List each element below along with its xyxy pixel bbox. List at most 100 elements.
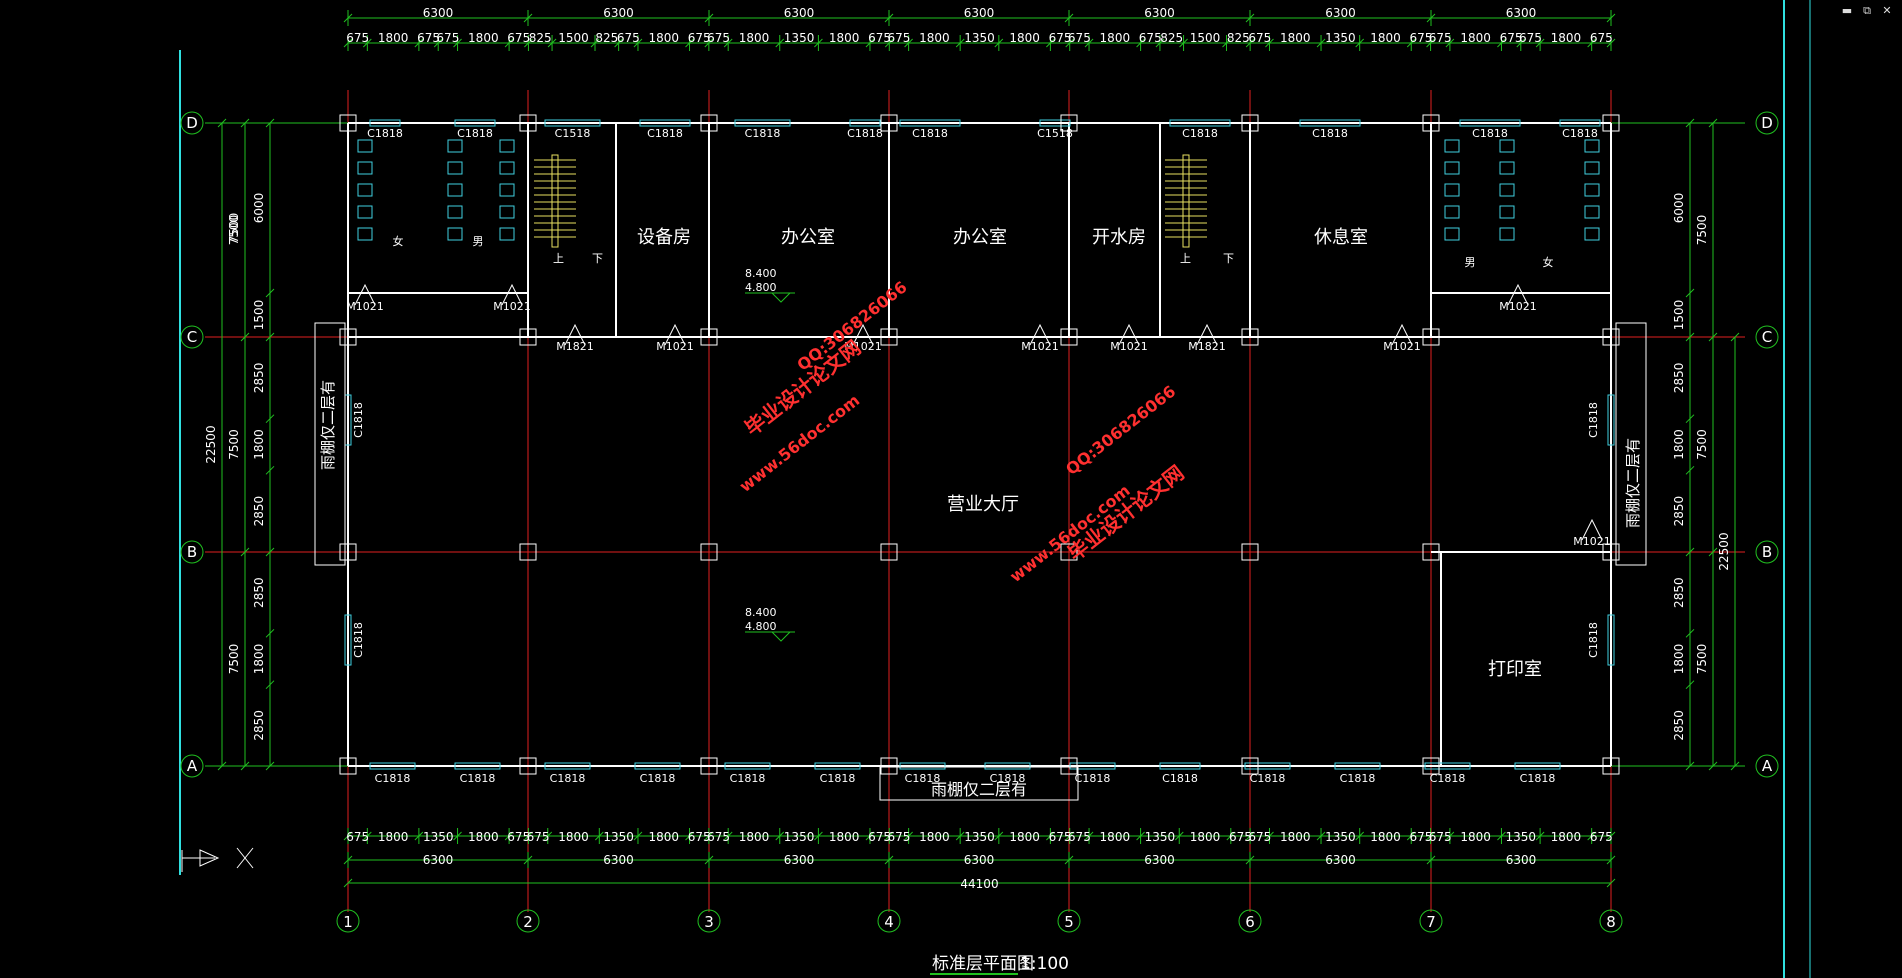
window-label-top-7: C1518 xyxy=(1037,127,1073,140)
top-bay-dim-text-3: 6300 xyxy=(964,6,995,20)
window-top-7 xyxy=(1039,119,1071,127)
left-bay-dim-tick-3 xyxy=(240,761,250,771)
column-4-0 xyxy=(1060,114,1078,132)
top-sub-dim-text-14: 1350 xyxy=(784,31,815,45)
axis-label-right-C: C xyxy=(1762,328,1772,346)
window-label-bottom-10: C1818 xyxy=(1250,772,1286,785)
left-bay-dim-tick-1 xyxy=(240,332,250,342)
bottom-sub-dim-text-1: 1800 xyxy=(378,830,409,844)
left-sub-dim-text-6: 1800 xyxy=(252,644,266,675)
axis-bubble-right-D xyxy=(1755,111,1779,135)
window-label-bottom-0: C1818 xyxy=(375,772,411,785)
left-sub-dim-tick-4 xyxy=(265,465,275,475)
bottom-sub-dim-text-10: 675 xyxy=(707,830,730,844)
minimize-icon[interactable]: ▬ xyxy=(1841,4,1853,17)
column-7-1 xyxy=(1602,328,1620,346)
column-4-3 xyxy=(1060,757,1078,775)
left-sub-dim-text-0: 6000 xyxy=(252,193,266,224)
toilet-2-1 xyxy=(499,161,515,175)
top-sub-dim-text-2: 675 xyxy=(417,31,440,45)
axis-label-x-6: 6 xyxy=(1245,913,1255,931)
top-sub-dim-text-22: 675 xyxy=(1068,31,1091,45)
left-total-dim-tick-0 xyxy=(217,118,227,128)
dimension-lines xyxy=(217,10,1740,888)
window-controls: ▬ ⧉ ✕ xyxy=(1840,4,1894,18)
watermark-url-1: www.56doc.com xyxy=(736,390,863,495)
stair-0-handrail xyxy=(551,154,559,248)
window-label-side-2: C1818 xyxy=(1587,402,1600,438)
restore-icon[interactable]: ⧉ xyxy=(1863,4,1871,17)
left-sub-dim-tick-1 xyxy=(265,288,275,298)
window-bottom-7 xyxy=(984,762,1031,770)
column-1-3 xyxy=(519,757,537,775)
axis-bubble-5 xyxy=(1057,909,1081,933)
toilet-3-4 xyxy=(1444,227,1460,241)
door-swing-8 xyxy=(1391,323,1413,346)
window-label-top-9: C1818 xyxy=(1312,127,1348,140)
window-label-side-1: C1818 xyxy=(352,622,365,658)
toilet-2-2 xyxy=(499,183,515,197)
total-dim-tick-0 xyxy=(343,878,353,888)
axis-label-right-D: D xyxy=(1761,114,1773,132)
window-top-4 xyxy=(734,119,791,127)
right-sub-dim-tick-5 xyxy=(1685,547,1695,557)
toilet-2-4 xyxy=(499,227,515,241)
stairs-up-2: 上 xyxy=(1180,252,1191,265)
top-bay-dim-text-5: 6300 xyxy=(1325,6,1356,20)
column-6-2 xyxy=(1422,543,1440,561)
axis-bubble-3 xyxy=(697,909,721,933)
window-bottom-9 xyxy=(1159,762,1201,770)
window-label-bottom-6: C1818 xyxy=(905,772,941,785)
left-sub-dim-text-5: 2850 xyxy=(252,577,266,608)
close-icon[interactable]: ✕ xyxy=(1882,4,1892,17)
bottom-bay-dim-text-6: 6300 xyxy=(1506,853,1537,867)
top-sub-dim-text-10: 1800 xyxy=(648,31,679,45)
bottom-sub-dim-text-5: 675 xyxy=(527,830,550,844)
right-total-dim-tick-0 xyxy=(1730,332,1740,342)
window-label-bottom-3: C1818 xyxy=(640,772,676,785)
window-top-11 xyxy=(1559,119,1601,127)
toilet-4-3 xyxy=(1499,205,1515,219)
window-bottom-10 xyxy=(1244,762,1291,770)
bottom-sub-dim-text-11: 1800 xyxy=(739,830,770,844)
right-sub-dim-tick-0 xyxy=(1685,118,1695,128)
top-bay-dim-text-2: 6300 xyxy=(784,6,815,20)
column-5-1 xyxy=(1241,328,1259,346)
top-sub-dim-text-31: 1800 xyxy=(1370,31,1401,45)
top-bay-dim-text-0: 6300 xyxy=(423,6,454,20)
window-side-3 xyxy=(1607,614,1615,666)
top-sub-dim-text-34: 1800 xyxy=(1460,31,1491,45)
bottom-bay-dim-text-5: 6300 xyxy=(1325,853,1356,867)
axis-bubble-6 xyxy=(1238,909,1262,933)
canopy-left-box xyxy=(314,322,346,566)
door-label-9: M1021 xyxy=(1499,300,1537,313)
top-sub-dim-text-35: 675 xyxy=(1500,31,1523,45)
axis-bubble-7 xyxy=(1419,909,1443,933)
right-bay-dim-tick-1 xyxy=(1708,332,1718,342)
door-swing-10 xyxy=(1581,518,1603,541)
bottom-sub-dim-text-24: 675 xyxy=(1229,830,1252,844)
top-sub-dim-text-20: 1800 xyxy=(1009,31,1040,45)
window-label-top-4: C1818 xyxy=(745,127,781,140)
bottom-sub-dim-text-19: 675 xyxy=(1049,830,1072,844)
canopy-bottom-box xyxy=(879,766,1079,801)
top-sub-dim-text-7: 1500 xyxy=(558,31,589,45)
toilet-0-3 xyxy=(357,205,373,219)
stairs-up-1: 上 xyxy=(553,252,564,265)
window-top-8 xyxy=(1169,119,1231,127)
window-top-6 xyxy=(899,119,961,127)
bottom-bay-dim-text-1: 6300 xyxy=(603,853,634,867)
column-1-1 xyxy=(519,328,537,346)
elevation-label-mid-2: 4.800 xyxy=(745,620,777,633)
top-sub-dim-text-5: 675 xyxy=(507,31,530,45)
left-bay-dim-tick-2 xyxy=(240,547,250,557)
bottom-sub-dim-text-34: 675 xyxy=(1590,830,1613,844)
axis-bubble-right-B xyxy=(1755,540,1779,564)
axis-bubble-right-A xyxy=(1755,754,1779,778)
top-sub-dim-text-36: 675 xyxy=(1519,31,1542,45)
bottom-bay-dim-text-4: 6300 xyxy=(1144,853,1175,867)
right-sub-dim-text-5: 2850 xyxy=(1672,577,1686,608)
axis-label-left-C: C xyxy=(187,328,197,346)
